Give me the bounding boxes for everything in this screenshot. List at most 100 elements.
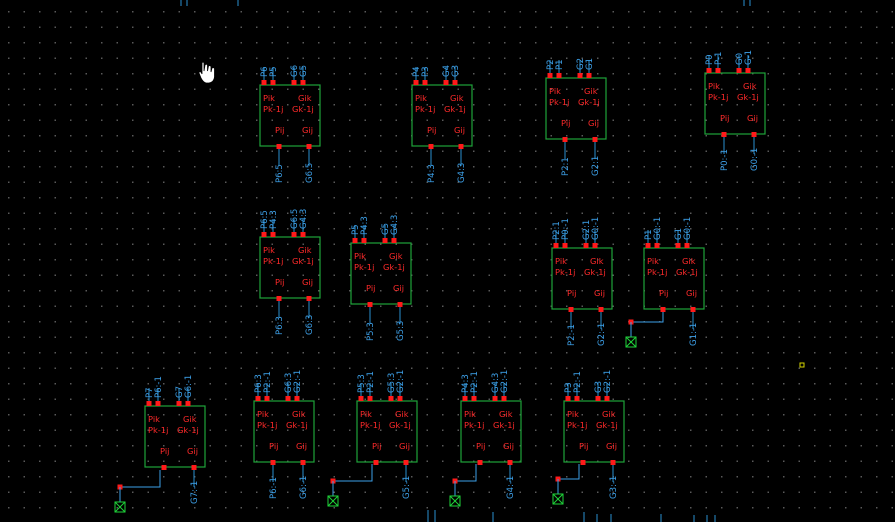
port-marker[interactable]	[397, 302, 403, 307]
port-marker[interactable]	[443, 80, 449, 85]
port-marker[interactable]	[294, 396, 300, 401]
port-marker[interactable]	[300, 232, 306, 237]
port-marker[interactable]	[391, 238, 397, 243]
port-marker[interactable]	[598, 307, 604, 312]
ground-connection[interactable]	[327, 464, 373, 507]
port-marker[interactable]	[382, 238, 388, 243]
port-marker[interactable]	[547, 73, 553, 78]
port-marker[interactable]	[306, 296, 312, 301]
port-marker[interactable]	[191, 465, 197, 470]
port-marker[interactable]	[367, 396, 373, 401]
port-marker[interactable]	[592, 137, 598, 142]
port-marker[interactable]	[492, 396, 498, 401]
port-marker[interactable]	[367, 302, 373, 307]
port-marker[interactable]	[565, 396, 571, 401]
port-marker[interactable]	[645, 243, 651, 248]
port-marker[interactable]	[397, 396, 403, 401]
port-marker[interactable]	[255, 396, 261, 401]
port-marker[interactable]	[586, 73, 592, 78]
port-marker[interactable]	[261, 232, 267, 237]
port-marker[interactable]	[580, 460, 586, 465]
port-marker[interactable]	[690, 307, 696, 312]
port-marker[interactable]	[684, 243, 690, 248]
ground-connection[interactable]	[114, 470, 161, 513]
port-marker[interactable]	[428, 144, 434, 149]
port-marker[interactable]	[264, 396, 270, 401]
port-marker[interactable]	[358, 396, 364, 401]
port-marker[interactable]	[675, 243, 681, 248]
port-marker[interactable]	[270, 232, 276, 237]
ground-connection[interactable]	[449, 464, 477, 507]
port-marker[interactable]	[276, 296, 282, 301]
port-marker[interactable]	[458, 144, 464, 149]
port-marker[interactable]	[161, 465, 167, 470]
port-marker[interactable]	[300, 460, 306, 465]
port-marker[interactable]	[285, 396, 291, 401]
port-marker[interactable]	[300, 80, 306, 85]
port-marker[interactable]	[745, 68, 751, 73]
port-marker[interactable]	[715, 68, 721, 73]
port-marker[interactable]	[553, 243, 559, 248]
port-marker[interactable]	[654, 243, 660, 248]
port-marker[interactable]	[583, 243, 589, 248]
port-marker[interactable]	[388, 396, 394, 401]
port-marker[interactable]	[477, 460, 483, 465]
port-marker[interactable]	[185, 401, 191, 406]
port-marker[interactable]	[736, 68, 742, 73]
port-marker[interactable]	[403, 460, 409, 465]
port-marker[interactable]	[751, 132, 757, 137]
port-marker[interactable]	[413, 80, 419, 85]
selection-marker-icon[interactable]	[799, 362, 805, 368]
port-marker[interactable]	[462, 396, 468, 401]
port-marker[interactable]	[562, 137, 568, 142]
port-marker[interactable]	[422, 80, 428, 85]
ground-connection[interactable]	[552, 464, 580, 505]
port-marker[interactable]	[352, 238, 358, 243]
port-marker[interactable]	[291, 232, 297, 237]
port-marker[interactable]	[155, 401, 161, 406]
port-marker[interactable]	[361, 238, 367, 243]
port-marker[interactable]	[610, 460, 616, 465]
port-marker[interactable]	[562, 243, 568, 248]
port-marker[interactable]	[604, 396, 610, 401]
port-marker[interactable]	[176, 401, 182, 406]
pin-label: P5	[351, 224, 361, 235]
port-marker[interactable]	[577, 73, 583, 78]
port-marker[interactable]	[471, 396, 477, 401]
port-marker[interactable]	[556, 73, 562, 78]
ground-connection[interactable]	[625, 312, 664, 348]
port-marker[interactable]	[261, 80, 267, 85]
port-marker[interactable]	[507, 460, 513, 465]
port-marker[interactable]	[574, 396, 580, 401]
port-marker[interactable]	[291, 80, 297, 85]
port-marker[interactable]	[592, 243, 598, 248]
port-marker[interactable]	[568, 307, 574, 312]
port-marker[interactable]	[660, 307, 666, 312]
port-marker[interactable]	[721, 132, 727, 137]
port-marker[interactable]	[306, 144, 312, 149]
inner-label-top_right: Gik	[389, 251, 403, 261]
port-marker[interactable]	[276, 144, 282, 149]
port-marker[interactable]	[373, 460, 379, 465]
port-marker[interactable]	[706, 68, 712, 73]
port-marker[interactable]	[595, 396, 601, 401]
port-marker[interactable]	[452, 80, 458, 85]
port-marker[interactable]	[501, 396, 507, 401]
port-marker[interactable]	[146, 401, 152, 406]
port-marker[interactable]	[270, 460, 276, 465]
port-marker[interactable]	[270, 80, 276, 85]
